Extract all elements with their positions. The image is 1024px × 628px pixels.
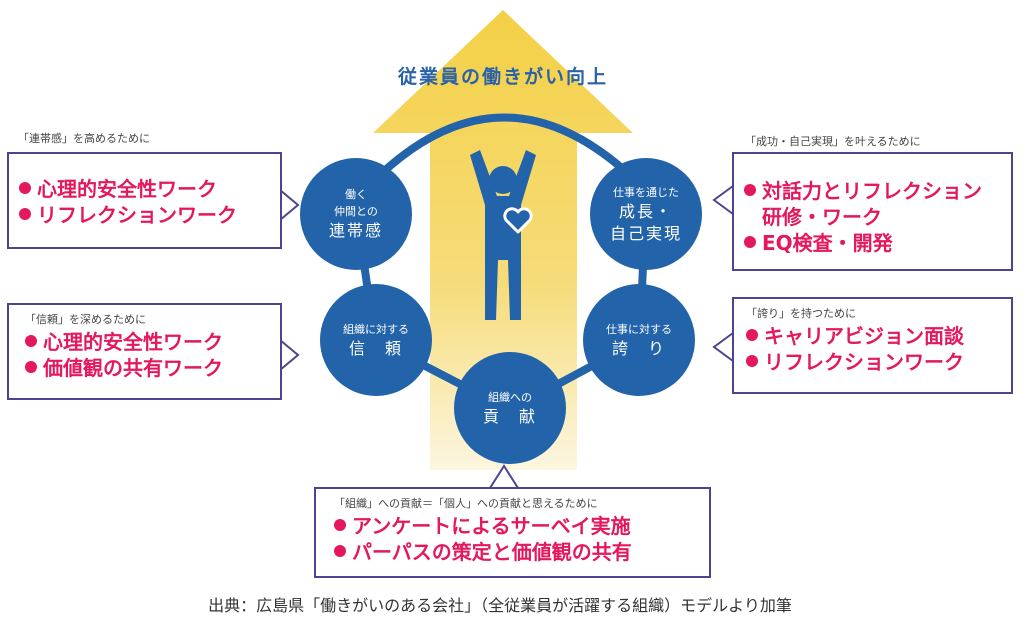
item-text: リフレクションワーク — [37, 203, 237, 227]
circle-subtext: 組織に対する — [343, 322, 409, 336]
bullet-icon — [744, 184, 756, 196]
bullet-icon — [25, 335, 37, 347]
heart-icon — [503, 207, 533, 234]
item-text: 対話力とリフレクション — [762, 179, 982, 203]
list-item: リフレクションワーク — [19, 202, 270, 228]
box-pride: 「誇り」を持つために キャリアビジョン面談 リフレクションワーク — [732, 297, 1013, 394]
bullet-icon — [19, 208, 31, 220]
circle-title: 信 頼 — [348, 338, 403, 358]
circle-title: 貢 献 — [482, 406, 537, 426]
circle-title: 自己実現 — [609, 223, 682, 243]
circle-pride: 仕事に対する 誇 り — [583, 284, 695, 396]
item-text: 心理的安全性ワーク — [43, 330, 223, 354]
list-item: 心理的安全性ワーク — [25, 329, 270, 355]
box-label-trust: 「信頼」を深めるために — [25, 313, 146, 326]
box-pointers — [279, 185, 734, 489]
box-solidarity: 心理的安全性ワーク リフレクションワーク — [7, 152, 282, 249]
list-item: アンケートによるサーベイ実施 — [334, 513, 699, 539]
list-item: 価値観の共有ワーク — [25, 355, 270, 381]
box-label-solidarity: 「連帯感」を高めるために — [18, 132, 150, 145]
box-growth: 対話力とリフレクション 研修・ワーク EQ検査・開発 — [732, 152, 1013, 271]
circle-title: 連帯感 — [328, 221, 383, 240]
circle-title: 成長・ — [618, 201, 673, 221]
person-icon — [470, 150, 536, 320]
bullet-icon — [744, 236, 756, 248]
circle-trust: 組織に対する 信 頼 — [320, 284, 432, 396]
item-text: 心理的安全性ワーク — [37, 177, 217, 201]
box-label-contribution: 「組織」への貢献＝「個人」への貢献と思えるために — [334, 497, 598, 510]
item-text: キャリアビジョン面談 — [764, 324, 964, 348]
box-trust: 「信頼」を深めるために 心理的安全性ワーク 価値観の共有ワーク — [7, 303, 282, 400]
box-label-growth: 「成功・自己実現」を叶えるために — [745, 135, 921, 148]
circle-subtext: 働く — [345, 188, 367, 201]
circle-title: 誇 り — [611, 338, 666, 358]
list-item: 心理的安全性ワーク — [19, 176, 270, 202]
bullet-icon — [25, 361, 37, 373]
circle-growth: 仕事を通じた 成長・ 自己実現 — [590, 158, 702, 270]
item-text: 価値観の共有ワーク — [43, 356, 223, 380]
circle-subtext: 仕事を通じた — [613, 185, 679, 199]
list-item-continuation: 研修・ワーク — [744, 204, 1001, 230]
list-item: EQ検査・開発 — [744, 230, 1001, 256]
item-text: EQ検査・開発 — [762, 231, 893, 255]
item-text: 研修・ワーク — [762, 205, 882, 229]
bullet-icon — [334, 519, 346, 531]
list-item: 対話力とリフレクション — [744, 178, 1001, 204]
list-item: キャリアビジョン面談 — [746, 323, 1001, 349]
circle-solidarity: 働く 仲間との 連帯感 — [300, 158, 412, 270]
source-caption: 出典：広島県「働きがいのある会社」（全従業員が活躍する組織）モデルより加筆 — [208, 596, 792, 615]
bullet-icon — [334, 545, 346, 557]
circle-subtext: 仲間との — [334, 205, 378, 218]
box-contribution: 「組織」への貢献＝「個人」への貢献と思えるために アンケートによるサーベイ実施 … — [314, 487, 711, 578]
bullet-icon — [19, 182, 31, 194]
circle-contribution: 組織への 貢 献 — [454, 352, 566, 464]
circle-subtext: 組織への — [488, 390, 532, 404]
bullet-icon — [746, 355, 758, 367]
list-item: パーパスの策定と価値観の共有 — [334, 539, 699, 565]
item-text: アンケートによるサーベイ実施 — [352, 514, 631, 538]
list-item: リフレクションワーク — [746, 349, 1001, 375]
diagram-title: 従業員の働きがい向上 — [397, 66, 608, 88]
box-label-pride: 「誇り」を持つために — [746, 307, 856, 320]
bullet-icon — [746, 329, 758, 341]
item-text: パーパスの策定と価値観の共有 — [352, 540, 632, 564]
circle-subtext: 仕事に対する — [606, 322, 672, 336]
item-text: リフレクションワーク — [764, 350, 964, 374]
